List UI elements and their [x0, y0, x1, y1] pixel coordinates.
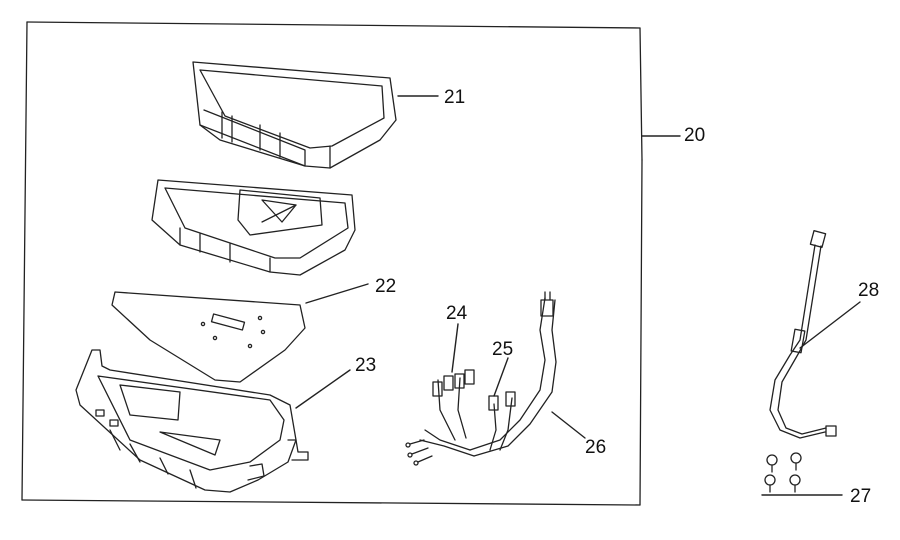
leader-23: [295, 369, 351, 409]
part-inner-housing: [151, 179, 356, 276]
part-22-gasket-plate: [111, 291, 306, 383]
part-23-base-housing: [75, 349, 309, 493]
group-frame-20: [21, 21, 643, 506]
leader-28: [799, 301, 861, 349]
leader-26: [551, 411, 586, 439]
callout-27: 27: [850, 486, 872, 507]
callout-21: 21: [444, 87, 466, 108]
callout-20: 20: [684, 125, 706, 146]
callout-23: 23: [355, 355, 377, 376]
callout-24: 24: [446, 303, 468, 324]
leader-22: [305, 283, 369, 304]
part-21-top-cover: [192, 61, 397, 169]
part-26-wiring-harness: [405, 291, 557, 466]
leader-25: [493, 357, 509, 397]
part-27-screws: [764, 452, 802, 493]
leader-lines: [295, 95, 861, 496]
callout-25: 25: [492, 339, 514, 360]
part-28-cable: [769, 230, 837, 439]
leader-24: [451, 323, 459, 373]
callout-28: 28: [858, 280, 880, 301]
callout-22: 22: [375, 276, 397, 297]
callout-26: 26: [585, 437, 607, 458]
